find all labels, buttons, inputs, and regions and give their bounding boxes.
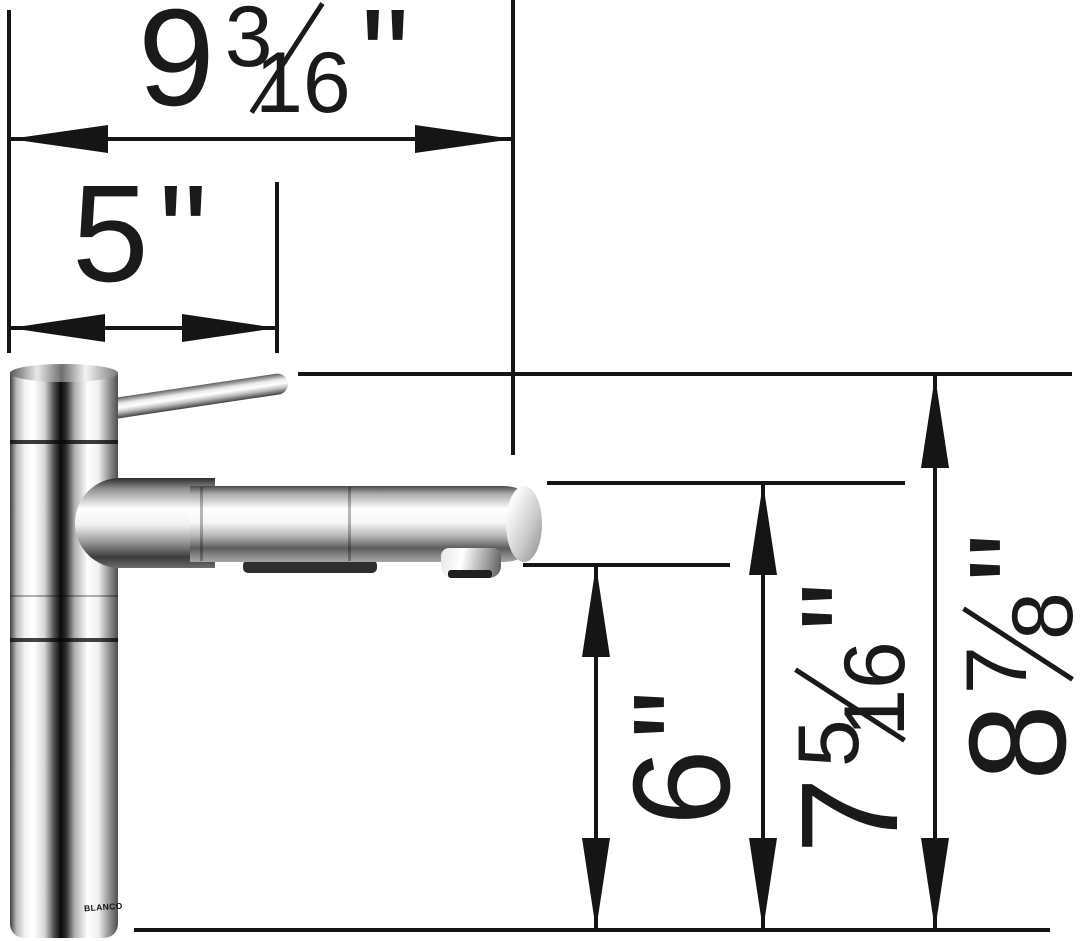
dimension-fraction: 3 16 [223, 0, 351, 126]
dimension-whole: 9 [138, 0, 215, 135]
faucet-body-top [10, 364, 118, 382]
fraction-denominator: 16 [255, 35, 351, 131]
dimension-line-7-5-16 [761, 483, 765, 930]
baseline [134, 928, 1050, 932]
dimension-label-5: 5 " [72, 157, 208, 311]
arrowhead-right-icon [182, 314, 277, 342]
dimension-label-9-3-16: 9 3 16 " [138, 0, 410, 135]
faucet-aerator-opening [448, 570, 492, 578]
arrowhead-left-icon [10, 314, 105, 342]
faucet-body-seam [10, 440, 118, 444]
dimension-label-8-7-8: 8 7 8 " [941, 522, 1080, 792]
faucet-body-seam [10, 595, 118, 597]
reference-line-top [298, 372, 1072, 376]
extension-line-left [7, 10, 11, 353]
dimension-line-9-3-16 [10, 137, 513, 141]
arrowhead-right-icon [415, 125, 513, 153]
fraction-denominator: 8 [995, 592, 1080, 640]
arrowhead-up-icon [582, 565, 610, 657]
dimension-whole: 8 [941, 704, 1080, 781]
fraction-numerator: 3 [224, 0, 273, 85]
faucet-handle [92, 372, 290, 422]
dimension-label-6: 6 " [605, 678, 759, 838]
dimension-whole: 7 [773, 777, 927, 854]
arrowhead-down-icon [921, 838, 949, 930]
reference-line-spout-height [547, 481, 905, 485]
inch-mark: " [605, 690, 759, 740]
dimension-fraction: 5 16 [781, 641, 923, 769]
faucet-spout-seam [348, 487, 351, 561]
dimension-label-7-5-16: 7 5 16 " [773, 553, 927, 883]
inch-mark: " [773, 582, 927, 632]
arrowhead-left-icon [10, 125, 108, 153]
dimension-whole: 5 [72, 157, 149, 311]
dimension-line-5 [10, 326, 277, 330]
fraction-denominator: 16 [827, 641, 923, 737]
faucet-spout-seam [200, 487, 203, 561]
dimension-line-8-7-8 [933, 374, 937, 930]
arrowhead-up-icon [921, 376, 949, 468]
inch-mark: " [158, 157, 208, 311]
faucet-body [10, 372, 118, 938]
arrowhead-up-icon [749, 483, 777, 575]
arrowhead-down-icon [582, 838, 610, 930]
dimension-whole: 6 [605, 749, 759, 826]
dimension-fraction: 7 8 [949, 592, 1080, 696]
extension-line-spout-tip [511, 0, 515, 455]
faucet-spray-slot [243, 560, 377, 573]
extension-line-5in [275, 182, 279, 353]
faucet-body-seam [10, 638, 118, 642]
reference-line-aerator-height [523, 563, 730, 567]
faucet-spout-end [506, 486, 542, 562]
inch-mark: " [360, 0, 410, 135]
dimension-line-6 [594, 565, 598, 930]
inch-mark: " [941, 533, 1080, 583]
